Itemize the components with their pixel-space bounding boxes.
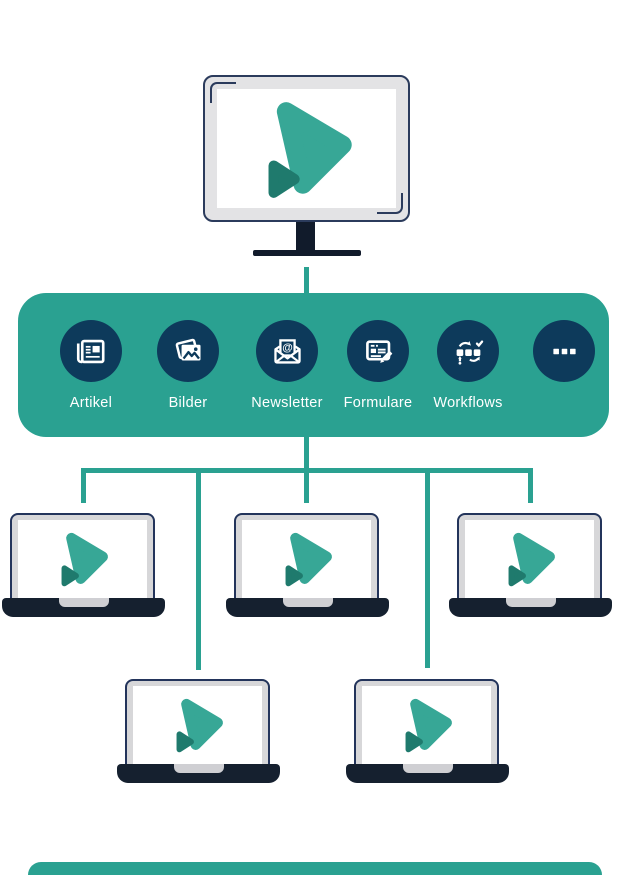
feature-label: Bilder — [168, 395, 208, 411]
form-pencil-icon — [347, 320, 409, 382]
laptop-screen — [362, 686, 491, 764]
features-band: Artikel Bilder @ — [18, 293, 609, 437]
feature-label: Formulare — [343, 395, 413, 411]
images-icon — [157, 320, 219, 382]
monitor-body — [203, 75, 410, 222]
ellipsis-icon — [533, 320, 595, 382]
connector-drop-laptop-1 — [81, 468, 86, 503]
laptop-lid — [457, 513, 602, 600]
envelope-at-icon: @ — [256, 320, 318, 382]
website-laptop — [449, 513, 612, 617]
connector-monitor-to-band — [304, 267, 309, 293]
brand-play-logo-icon — [54, 530, 112, 588]
monitor-stand-base — [253, 250, 361, 256]
laptop-screen — [242, 520, 371, 598]
laptop-lid — [234, 513, 379, 600]
laptop-lid — [10, 513, 155, 600]
feature-newsletter: @ Newsletter — [232, 320, 342, 411]
corner-bracket-icon — [210, 82, 236, 103]
connector-drop-laptop-3 — [528, 468, 533, 503]
connector-horizontal-bus — [81, 468, 533, 473]
svg-text:@: @ — [282, 341, 293, 353]
feature-formulare: Formulare — [323, 320, 433, 411]
feature-bilder: Bilder — [133, 320, 243, 411]
laptop-base — [449, 598, 612, 617]
footer-band-strip — [28, 862, 602, 875]
monitor-stand-neck — [296, 220, 315, 251]
laptop-base — [2, 598, 165, 617]
feature-label: Newsletter — [251, 395, 323, 411]
monitor-screen — [217, 89, 396, 208]
laptop-screen — [18, 520, 147, 598]
laptop-lid — [354, 679, 499, 766]
feature-workflows: Workflows — [413, 320, 523, 411]
connector-drop-laptop-4 — [196, 468, 201, 670]
feature-artikel: Artikel — [36, 320, 146, 411]
brand-play-logo-icon — [255, 97, 359, 201]
laptop-lid — [125, 679, 270, 766]
laptop-screen — [465, 520, 594, 598]
workflow-icon — [437, 320, 499, 382]
newspaper-icon — [60, 320, 122, 382]
laptop-notch — [58, 598, 109, 607]
feature-label: Workflows — [433, 395, 503, 411]
brand-play-logo-icon — [278, 530, 336, 588]
brand-play-logo-icon — [501, 530, 559, 588]
website-laptop — [346, 679, 509, 783]
laptop-base — [226, 598, 389, 617]
laptop-notch — [173, 764, 224, 773]
laptop-screen — [133, 686, 262, 764]
website-laptop — [2, 513, 165, 617]
website-laptop — [226, 513, 389, 617]
laptop-base — [346, 764, 509, 783]
laptop-notch — [282, 598, 333, 607]
brand-play-logo-icon — [169, 696, 227, 754]
laptop-notch — [505, 598, 556, 607]
laptop-notch — [402, 764, 453, 773]
connector-drop-laptop-5 — [425, 468, 430, 668]
laptop-base — [117, 764, 280, 783]
website-laptop — [117, 679, 280, 783]
cms-monitor — [203, 75, 410, 256]
corner-bracket-icon — [377, 193, 403, 214]
brand-play-logo-icon — [398, 696, 456, 754]
feature-more — [509, 320, 619, 382]
feature-label: Artikel — [69, 395, 113, 411]
